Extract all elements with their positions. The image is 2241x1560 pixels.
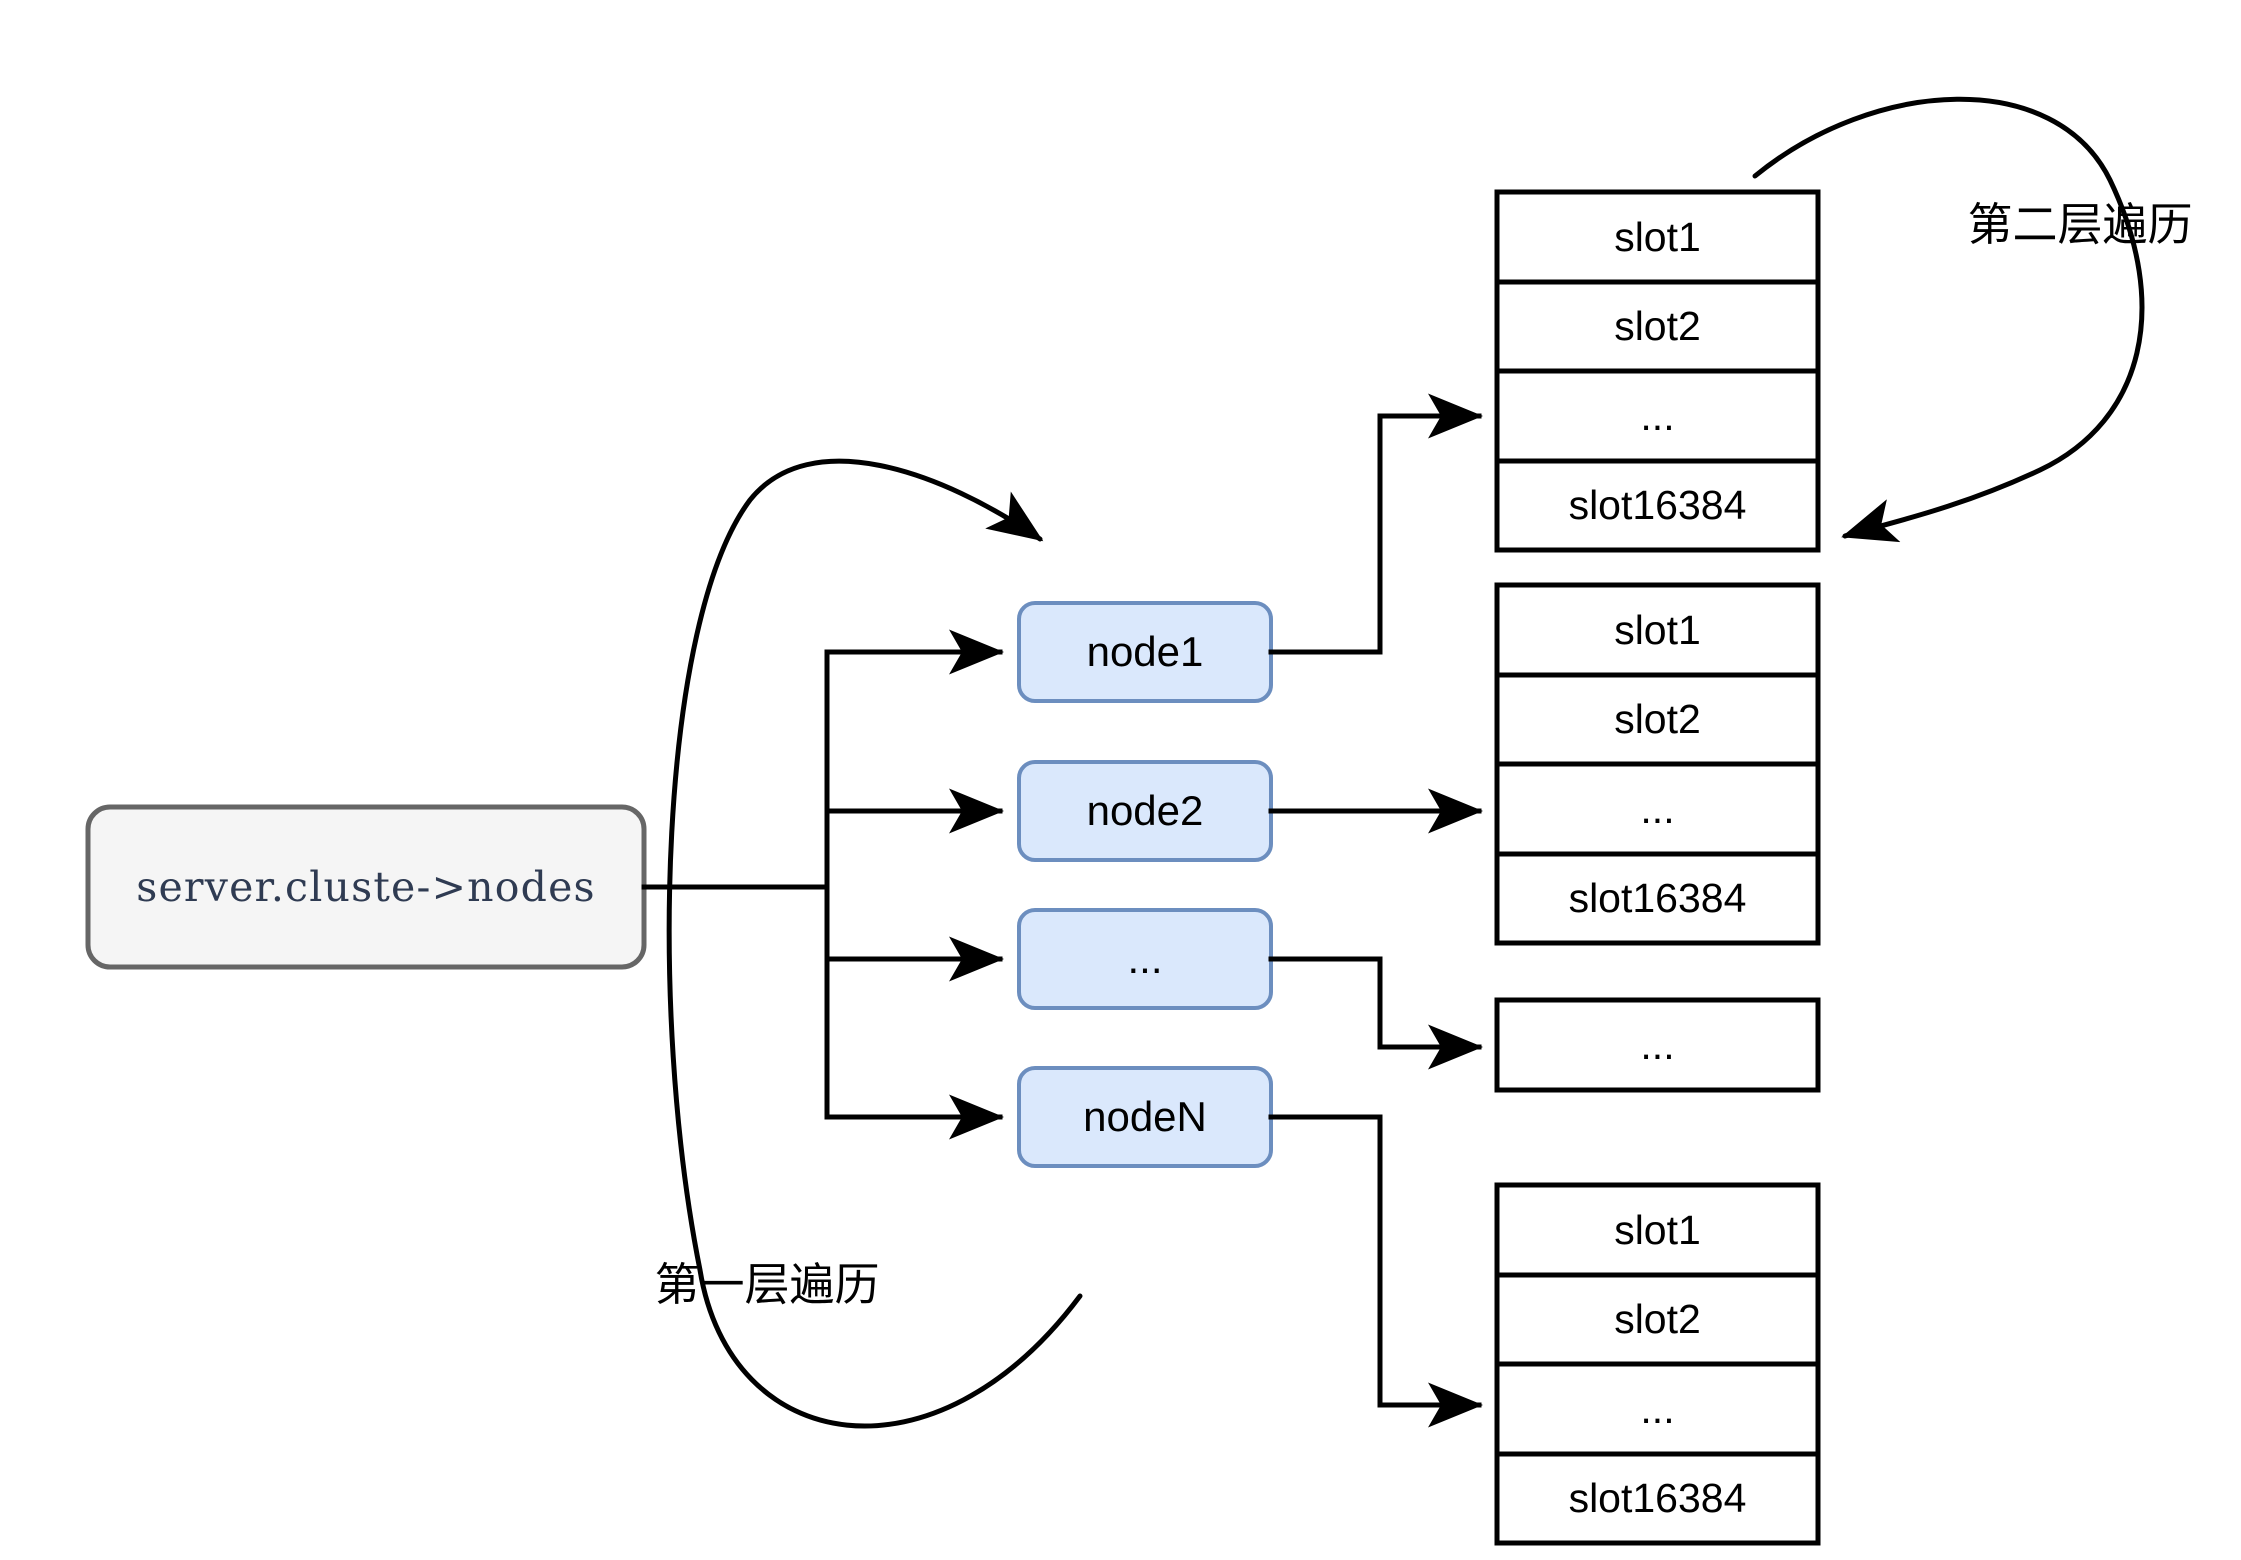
slot-table-shape-1 [1494, 189, 1821, 553]
second-layer-traversal-curve [1752, 96, 2145, 543]
slot-table-shape-4 [1494, 1182, 1821, 1546]
node-box-shape-3 [1017, 908, 1273, 1010]
slot-table-shape-2 [1494, 582, 1821, 946]
root-to-nodes-bracket [641, 629, 1005, 1140]
node-box-shape-1 [1017, 601, 1273, 703]
connector-node3-to-table3 [1268, 956, 1484, 1070]
root-box-shape [85, 804, 647, 970]
connector-node1-to-table1 [1268, 393, 1484, 655]
node-box-shape-4 [1017, 1066, 1273, 1168]
first-layer-traversal-curve [666, 458, 1083, 1429]
node-box-shape-2 [1017, 760, 1273, 862]
connector-node4-to-table4 [1268, 1114, 1484, 1428]
slot-table-shape-3 [1494, 997, 1821, 1093]
